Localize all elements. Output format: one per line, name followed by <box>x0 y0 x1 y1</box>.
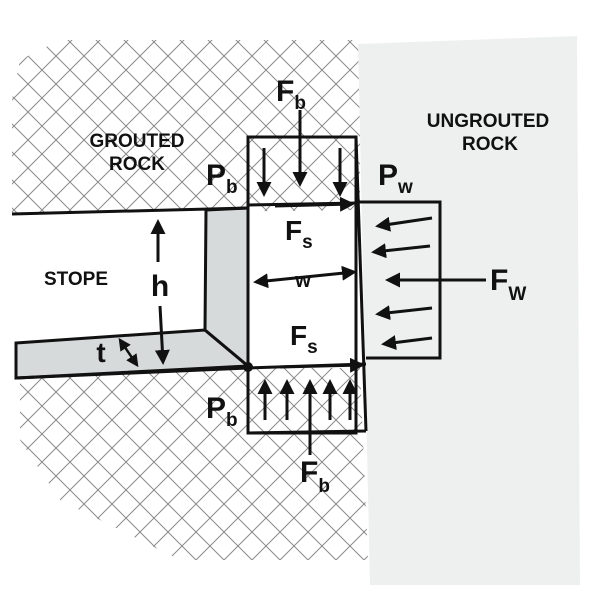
fs-top-arrow <box>274 196 355 212</box>
width-dimension-arrow <box>253 265 357 289</box>
fb-top-label: Fb <box>276 75 306 114</box>
thickness-arrow <box>118 337 139 368</box>
stope-roof-line <box>11 206 249 216</box>
pw-arrow-5 <box>381 335 433 350</box>
block-bottom-edge <box>247 429 367 435</box>
pivot-point <box>243 362 253 372</box>
ungrouted-rock-label-line1: UNGROUTED <box>427 111 549 132</box>
fs-bottom-arrow <box>279 357 365 373</box>
pw-arrow-4 <box>375 305 433 321</box>
height-label: h <box>151 270 169 303</box>
grouted-rock-label-line2: ROCK <box>109 154 165 175</box>
ungrouted-rock-panel <box>358 36 580 585</box>
thickness-label: t <box>96 337 105 368</box>
pw-label: Pw <box>378 159 413 198</box>
grouted-rock-bottom-hatch <box>20 368 368 560</box>
width-label: w <box>294 270 311 292</box>
pw-arrow-1 <box>375 216 433 232</box>
ungrouted-rock-label-line2: ROCK <box>462 134 518 155</box>
stope-floor-line <box>15 366 249 380</box>
block-right-edge <box>354 136 368 432</box>
grouted-rock-label-line1: GROUTED <box>90 131 185 152</box>
stope-label: STOPE <box>44 269 108 290</box>
grouted-rock-top-hatch <box>12 40 360 214</box>
fb-bottom-label: Fb <box>300 456 330 497</box>
pw-arrow-2 <box>371 243 431 259</box>
pb-bottom-label: Pb <box>206 392 238 431</box>
pb-top-label: Pb <box>206 159 238 198</box>
fs-bottom-label: Fs <box>290 320 318 358</box>
fs-top-label: Fs <box>285 215 313 253</box>
fw-label: FW <box>490 264 526 305</box>
height-arrow-down <box>154 305 170 365</box>
